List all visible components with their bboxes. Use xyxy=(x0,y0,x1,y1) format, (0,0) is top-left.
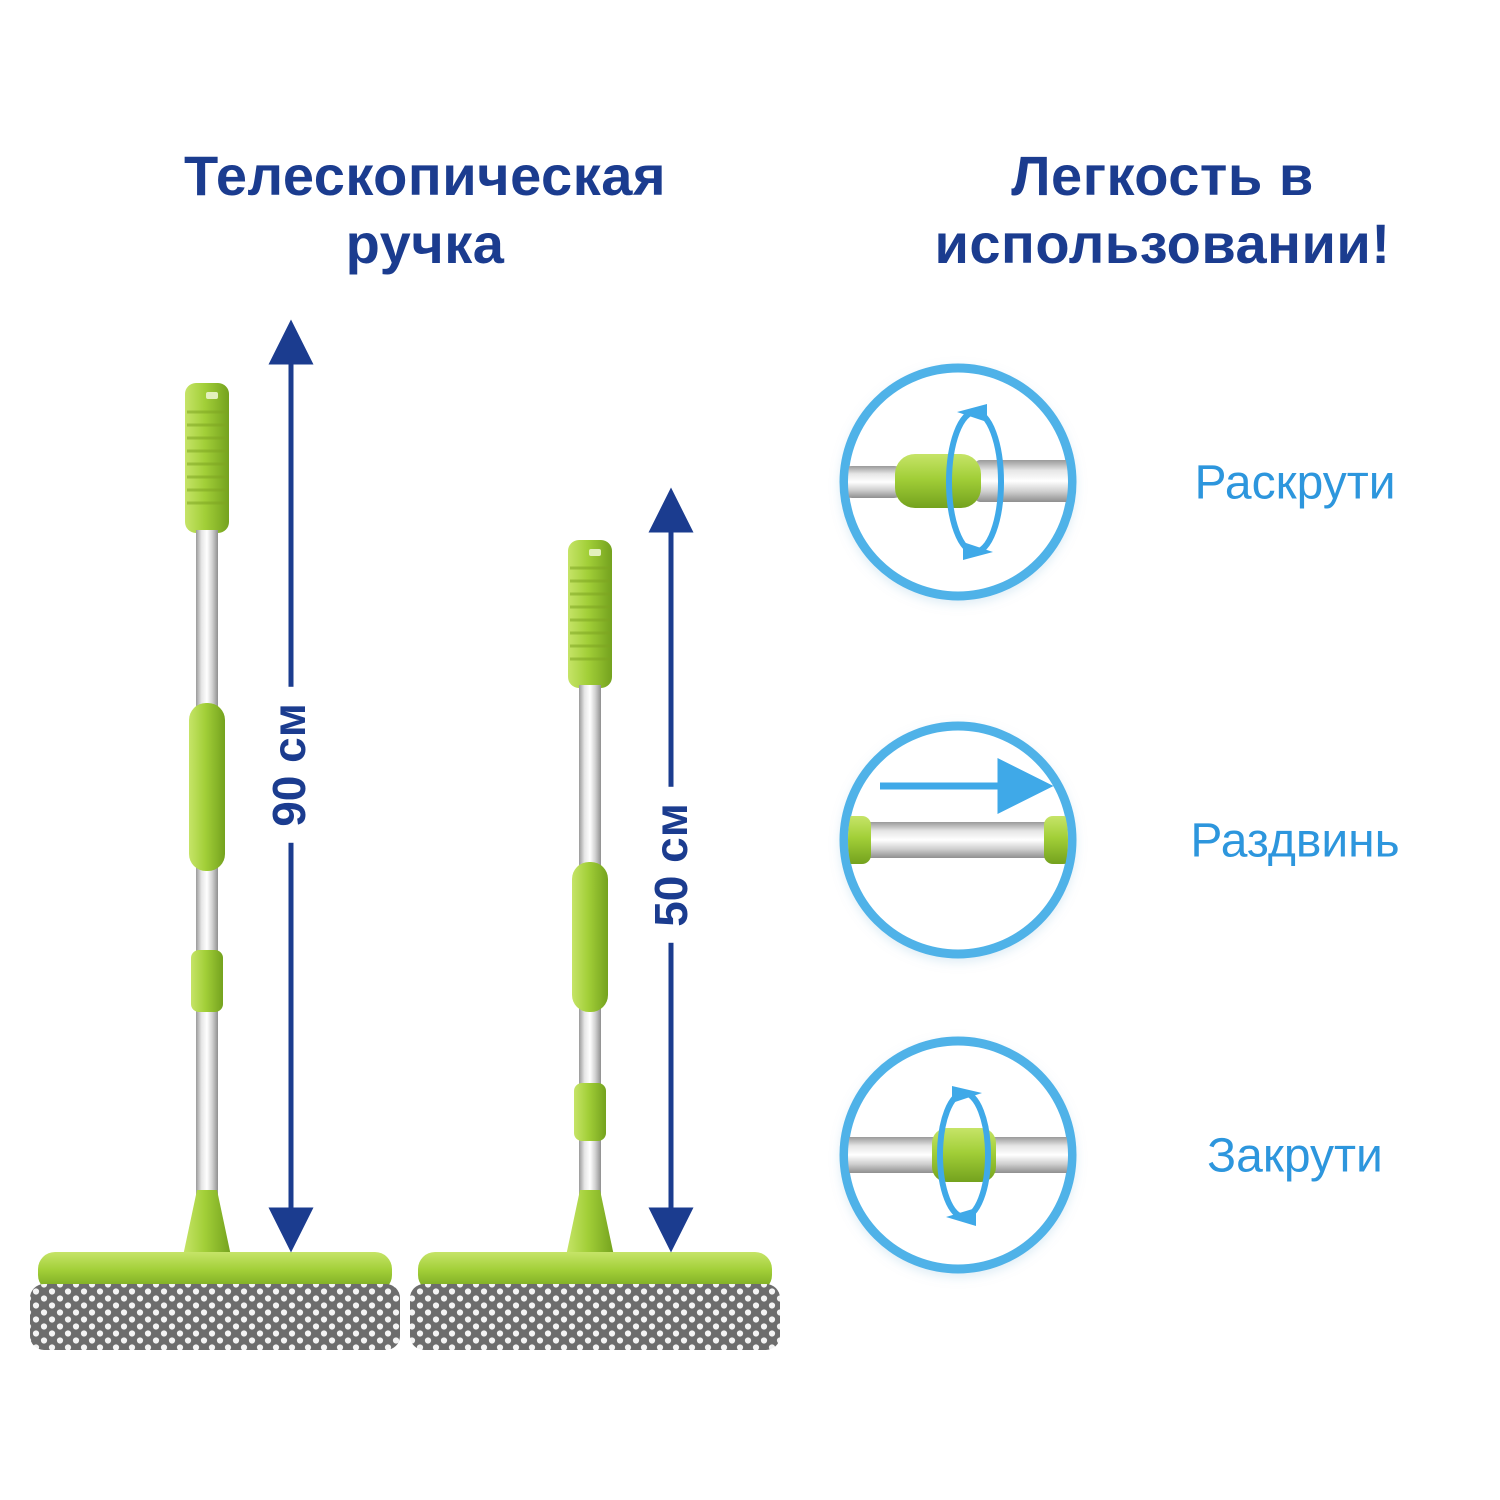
right-section-title: Легкость в использовании! xyxy=(845,142,1480,279)
step-label-extend: Раздвинь xyxy=(1190,814,1400,868)
handle-grip xyxy=(185,383,229,533)
squeegee-head-bar xyxy=(38,1252,392,1292)
head-connector xyxy=(566,1190,614,1256)
squeegee-collapsed xyxy=(410,540,780,1350)
step-circle-tighten xyxy=(839,1036,1077,1274)
squeegee-head-bar xyxy=(418,1252,772,1292)
step-label-tighten: Закрути xyxy=(1207,1129,1383,1183)
left-title-line2: ручка xyxy=(345,212,505,276)
right-title-line2: использовании! xyxy=(934,212,1391,276)
foam-grip xyxy=(189,703,225,871)
right-title-line1: Легкость в xyxy=(1011,144,1314,207)
left-title-line1: Телескопическая xyxy=(183,144,667,207)
step-circle-extend xyxy=(839,721,1077,959)
hanging-hole xyxy=(206,392,218,399)
extended-length-label: 90 см xyxy=(258,687,320,843)
head-connector xyxy=(183,1190,231,1256)
step-label-unscrew: Раскрути xyxy=(1194,456,1396,510)
sponge-mesh xyxy=(410,1284,780,1350)
locking-collar xyxy=(191,950,223,1012)
hanging-hole xyxy=(589,549,601,556)
grip-ribs xyxy=(187,410,227,505)
sponge-mesh xyxy=(30,1284,400,1350)
extend-right-arrow-icon xyxy=(848,758,1068,864)
telescopic-pole xyxy=(196,530,218,1230)
step-circle-unscrew xyxy=(839,363,1077,601)
rotate-open-icon xyxy=(848,404,1068,560)
collapsed-length-label: 50 см xyxy=(640,787,702,943)
squeegee-extended xyxy=(30,383,400,1350)
rotate-close-icon xyxy=(848,1086,1068,1226)
left-section-title: Телескопическая ручка xyxy=(25,142,825,279)
foam-grip xyxy=(572,862,608,1012)
locking-collar xyxy=(574,1083,606,1141)
handle-grip xyxy=(568,540,612,688)
grip-ribs xyxy=(570,566,610,661)
